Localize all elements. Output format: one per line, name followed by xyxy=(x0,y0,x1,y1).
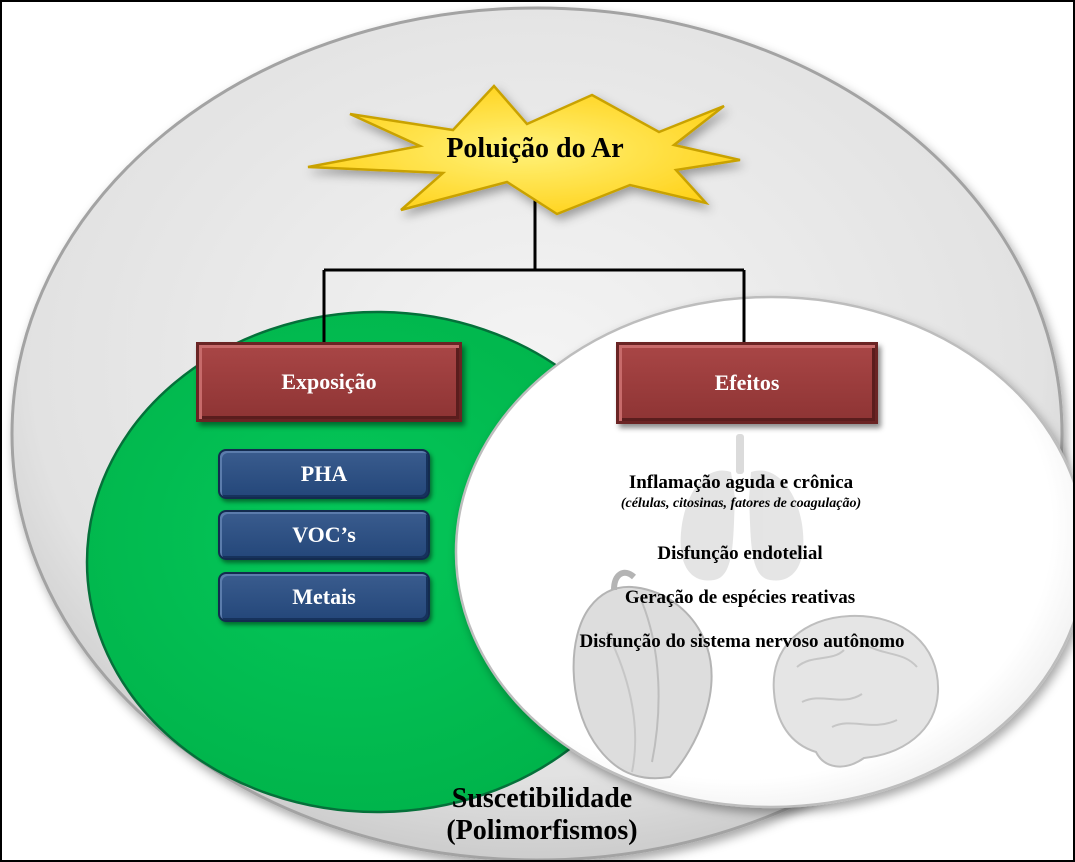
lungs-icon xyxy=(680,434,804,581)
air-pollution-burst xyxy=(307,84,741,216)
exposure-item-pha: PHA xyxy=(218,449,430,499)
connector-lines xyxy=(322,197,746,344)
exposure-item-metais: Metais xyxy=(218,572,430,622)
effect-reactive-species: Geração de espécies reativas xyxy=(624,587,856,608)
exposure-box: Exposição xyxy=(196,342,462,422)
effect-autonomic: Disfunção do sistema nervoso autônomo xyxy=(579,631,905,652)
polymorphisms-label: (Polimorfismos) xyxy=(446,815,638,846)
exposure-title: Exposição xyxy=(281,369,377,394)
effects-box: Efeitos xyxy=(616,342,878,424)
exposure-item-vocs: VOC’s xyxy=(218,510,430,560)
air-pollution-label: Poluição do Ar xyxy=(446,133,624,164)
effect-inflammation: Inflamação aguda e crônica xyxy=(628,472,854,493)
effects-title: Efeitos xyxy=(714,370,780,395)
susceptibility-label: Suscetibilidade xyxy=(451,783,633,814)
brain-icon xyxy=(772,614,940,768)
heart-icon xyxy=(572,569,713,780)
effect-endothelial: Disfunção endotelial xyxy=(657,543,823,564)
effect-inflammation-note: (células, citosinas, fatores de coagulaç… xyxy=(620,496,862,511)
